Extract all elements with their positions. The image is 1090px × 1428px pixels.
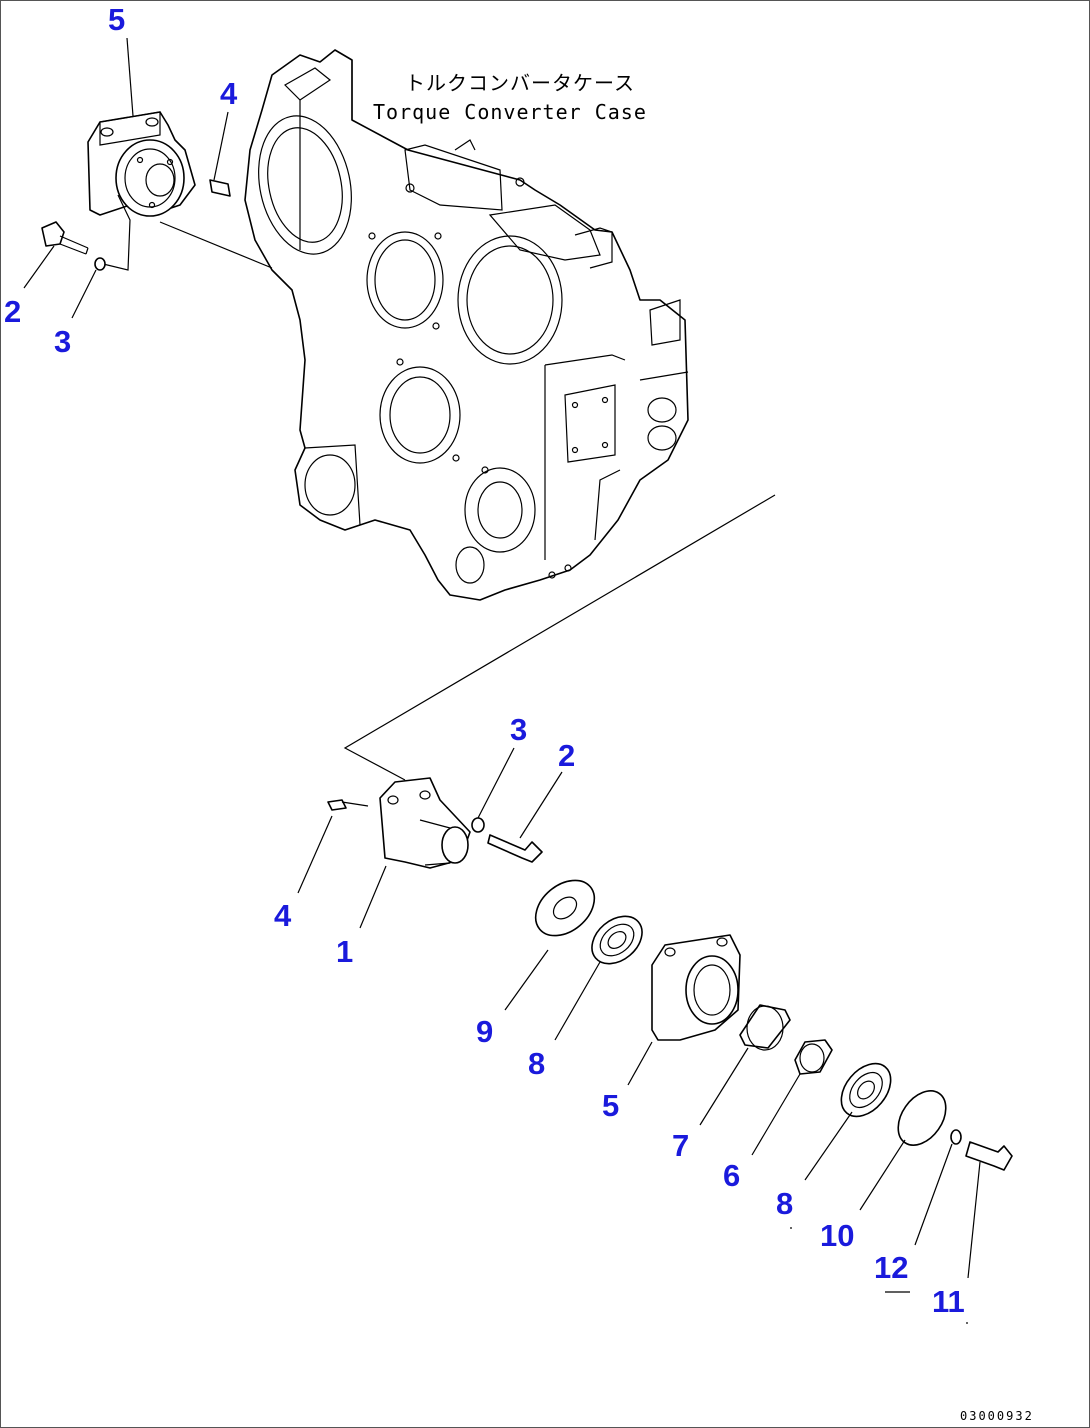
callout-number: 8: [528, 1046, 545, 1081]
callout-number: 3: [54, 324, 71, 359]
callout-number: 3: [510, 712, 527, 747]
callout-number: 8: [776, 1186, 793, 1221]
callout-number: 9: [476, 1014, 493, 1049]
torque-converter-case: [244, 49, 689, 601]
callout-number: 4: [220, 76, 238, 111]
callout-number: 4: [274, 898, 292, 933]
callout-number: 5: [602, 1088, 619, 1123]
callout-number: 2: [4, 294, 21, 329]
upper-bracket-assembly: [41, 111, 273, 271]
callout-numbers: 5 4 2 3 3 2 4 1 9 8 5 7 6 8 10 12 11: [4, 2, 965, 1319]
callout-number: 5: [108, 2, 125, 37]
case-label-japanese: トルクコンバータケース: [405, 71, 635, 95]
leader-lines: [23, 37, 981, 1324]
callout-number: 7: [672, 1128, 689, 1163]
callout-number: 11: [932, 1284, 965, 1319]
callout-number: 6: [723, 1158, 740, 1193]
case-label-english: Torque Converter Case: [373, 100, 647, 124]
callout-number: 10: [820, 1218, 854, 1253]
callout-number: 12: [874, 1250, 908, 1285]
lower-exploded-parts: [327, 494, 1013, 1171]
callout-number: 2: [558, 738, 575, 773]
drawing-code: 03000932: [960, 1409, 1034, 1423]
callout-number: 1: [336, 934, 353, 969]
